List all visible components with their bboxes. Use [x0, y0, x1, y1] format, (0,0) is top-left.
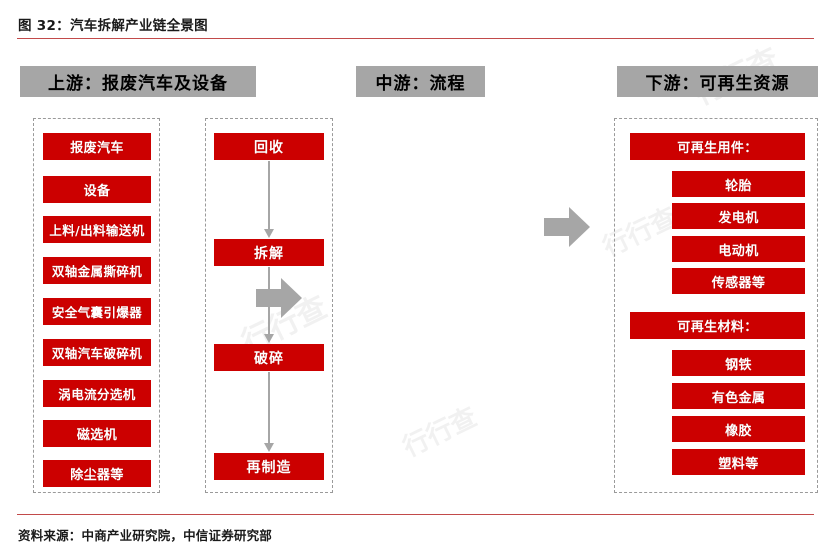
midstream-node[interactable]: 破碎 [214, 344, 324, 371]
downstream-item[interactable]: 轮胎 [672, 171, 805, 197]
upstream-node[interactable]: 设备 [43, 176, 151, 203]
footer-divider [17, 514, 814, 515]
downstream-item[interactable]: 发电机 [672, 203, 805, 229]
flow-arrow-down-icon [264, 372, 274, 452]
downstream-item[interactable]: 传感器等 [672, 268, 805, 294]
title-divider [17, 38, 814, 39]
upstream-node[interactable]: 涡电流分选机 [43, 380, 151, 407]
arrow-shaft [544, 218, 571, 236]
arrow-right-icon [544, 207, 590, 247]
arrow-head [281, 278, 302, 318]
midstream-node[interactable]: 回收 [214, 133, 324, 160]
midstream-node[interactable]: 再制造 [214, 453, 324, 480]
stage-header-downstream: 下游：可再生资源 [617, 66, 818, 97]
downstream-item[interactable]: 电动机 [672, 236, 805, 262]
page-title: 图 32：汽车拆解产业链全景图 [18, 18, 208, 34]
arrow-shaft [256, 289, 283, 307]
upstream-node[interactable]: 除尘器等 [43, 460, 151, 487]
arrow-right-icon [256, 278, 302, 318]
source-note: 资料来源：中商产业研究院，中信证券研究部 [18, 528, 273, 543]
upstream-node[interactable]: 上料/出料输送机 [43, 216, 151, 243]
midstream-node[interactable]: 拆解 [214, 239, 324, 266]
downstream-item[interactable]: 钢铁 [672, 350, 805, 376]
upstream-node[interactable]: 双轴汽车破碎机 [43, 339, 151, 366]
arrow-head [569, 207, 590, 247]
upstream-node[interactable]: 磁选机 [43, 420, 151, 447]
downstream-item[interactable]: 橡胶 [672, 416, 805, 442]
upstream-node[interactable]: 双轴金属撕碎机 [43, 257, 151, 284]
downstream-group-title: 可再生材料： [630, 312, 805, 339]
stage-header-upstream: 上游：报废汽车及设备 [20, 66, 256, 97]
upstream-column-box [33, 118, 160, 493]
upstream-node[interactable]: 安全气囊引爆器 [43, 298, 151, 325]
downstream-item[interactable]: 有色金属 [672, 383, 805, 409]
watermark: 行行查 [398, 402, 482, 464]
upstream-node[interactable]: 报废汽车 [43, 133, 151, 160]
downstream-column-box [614, 118, 818, 493]
stage-header-midstream: 中游：流程 [356, 66, 485, 97]
downstream-group-title: 可再生用件： [630, 133, 805, 160]
flow-arrow-down-icon [264, 161, 274, 238]
midstream-column-box [205, 118, 333, 493]
downstream-item[interactable]: 塑料等 [672, 449, 805, 475]
